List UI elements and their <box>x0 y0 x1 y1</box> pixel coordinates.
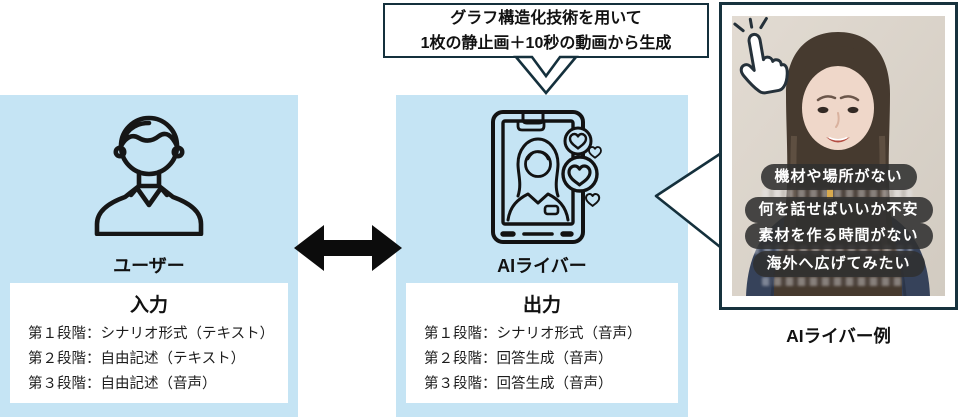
callout-line-1: グラフ構造化技術を用いて <box>450 9 642 27</box>
double-arrow-icon <box>294 225 402 271</box>
input-stage-1: 第１段階：シナリオ形式（テキスト） <box>28 326 275 342</box>
output-stage-lines: 第１段階：シナリオ形式（音声） 第２段階：回答生成（音声） 第３段階：回答生成（… <box>406 322 678 397</box>
input-box-title: 入力 <box>129 295 168 316</box>
gift-icon <box>827 189 833 199</box>
output-stage-2: 第２段階：回答生成（音声） <box>424 351 613 367</box>
output-stage-3: 第３段階：回答生成（音声） <box>424 376 613 392</box>
speech-pointer <box>654 146 730 256</box>
input-stage-3: 第３段階：自由記述（音声） <box>28 376 217 392</box>
tap-hand-icon <box>733 16 789 95</box>
callout-line-2: 1枚の静止画＋10秒の動画から生成 <box>420 34 672 52</box>
user-panel: ユーザー 入力 第１段階：シナリオ形式（テキスト） 第２段階：自由記述（テキスト… <box>0 95 298 417</box>
blurred-comment-row <box>762 277 902 286</box>
concern-chip-topic: 何を話せばいいか不安 <box>744 197 933 223</box>
output-stage-1: 第１段階：シナリオ形式（音声） <box>424 326 642 342</box>
ai-liver-photo: 機材や場所がない 何を話せばいいか不安 素材を作る時間がない 海外へ広げてみたい <box>732 16 945 296</box>
down-chevron-icon <box>513 51 579 96</box>
ai-liver-panel: AIライバー 出力 第１段階：シナリオ形式（音声） 第２段階：回答生成（音声） … <box>396 95 688 417</box>
input-box: 入力 第１段階：シナリオ形式（テキスト） 第２段階：自由記述（テキスト） 第３段… <box>10 283 288 403</box>
ai-liver-example-card: 機材や場所がない 何を話せばいいか不安 素材を作る時間がない 海外へ広げてみたい <box>719 2 958 310</box>
ai-liver-panel-label: AIライバー <box>497 256 587 276</box>
concern-chip-time: 素材を作る時間がない <box>744 223 933 249</box>
concern-chip-equipment: 機材や場所がない <box>760 164 917 190</box>
concern-chip-overseas: 海外へ広げてみたい <box>752 251 925 277</box>
user-icon <box>94 115 204 236</box>
input-stage-2: 第２段階：自由記述（テキスト） <box>28 351 246 367</box>
output-box-title: 出力 <box>522 295 561 316</box>
example-caption: AIライバー例 <box>786 326 891 346</box>
blurred-comment-row <box>752 245 912 254</box>
smartphone-heart-icon <box>491 110 602 244</box>
heart-icon <box>561 126 602 207</box>
input-stage-lines: 第１段階：シナリオ形式（テキスト） 第２段階：自由記述（テキスト） 第３段階：自… <box>10 322 288 397</box>
blurred-comment-row <box>762 189 912 198</box>
output-box: 出力 第１段階：シナリオ形式（音声） 第２段階：回答生成（音声） 第３段階：回答… <box>406 283 678 403</box>
user-panel-label: ユーザー <box>113 256 185 276</box>
